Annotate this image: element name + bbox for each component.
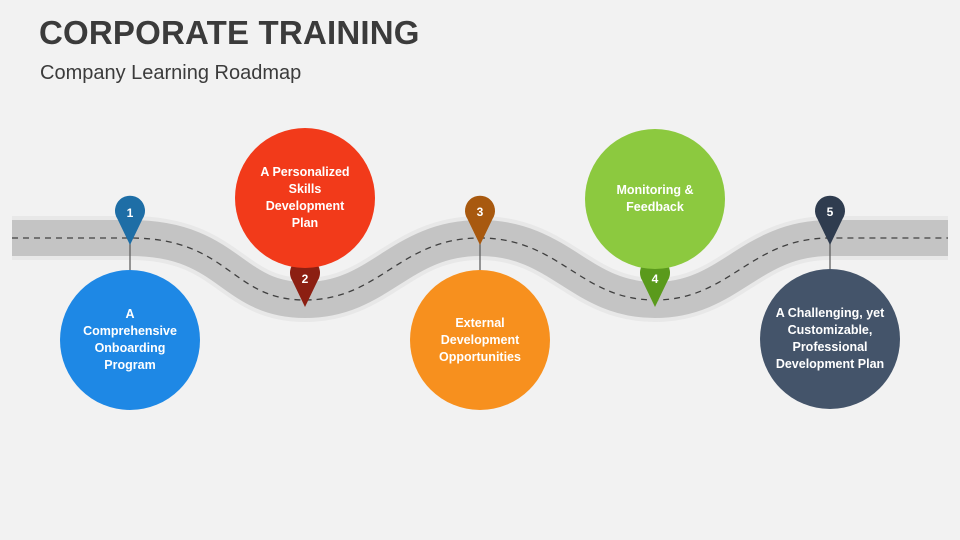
pin-1: 1 [115,195,146,245]
step-circle-2: A Personalized Skills Development Plan [235,128,375,268]
step-label-3: External Development Opportunities [439,315,521,364]
pin-number-3: 3 [477,205,484,219]
step-label-2: A Personalized Skills Development Plan [260,165,350,230]
step-circle-1: A Comprehensive Onboarding Program [60,270,200,410]
page-subtitle: Company Learning Roadmap [40,62,302,84]
pin-number-2: 2 [302,272,309,286]
pin-number-4: 4 [652,272,659,286]
pin-5: 5 [814,195,845,245]
page-title: CORPORATE TRAINING [39,14,420,51]
step-circle-4: Monitoring & Feedback [585,129,725,269]
step-label-1: A Comprehensive Onboarding Program [83,307,177,372]
pin-number-1: 1 [127,206,134,220]
pin-2: 2 [290,257,321,307]
pin-4: 4 [640,257,671,307]
step-label-5: A Challenging, yet Customizable, Profess… [775,306,885,371]
step-circle-5: A Challenging, yet Customizable, Profess… [760,269,900,409]
pin-number-5: 5 [827,205,834,219]
step-circle-3: External Development Opportunities [410,270,550,410]
step-label-4: Monitoring & Feedback [616,183,694,214]
pin-3: 3 [465,195,495,245]
